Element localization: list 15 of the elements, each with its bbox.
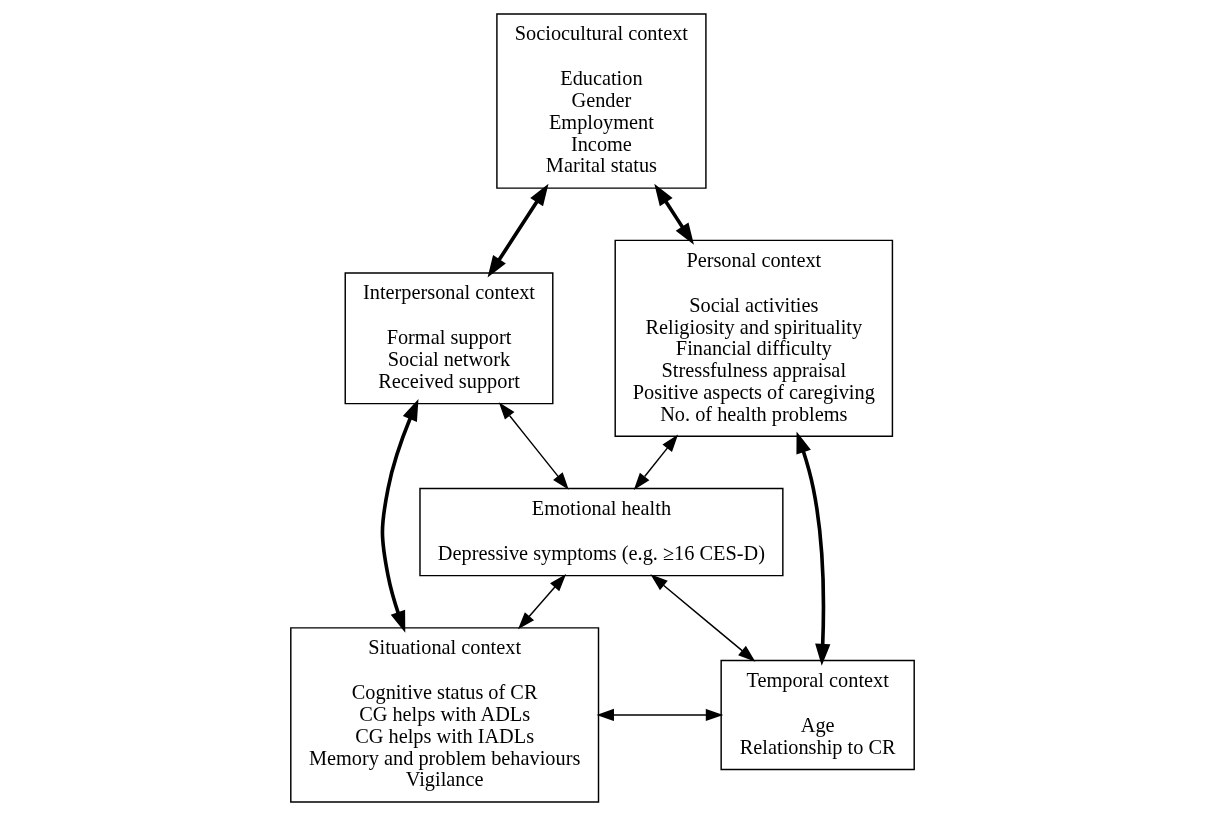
node-box: Emotional health Depressive symptoms (e.g. ≥16 CES-D) <box>419 487 784 577</box>
node-box: Situational context Cognitive status of CR CG helps with ADLs CG helps with IADLs Memory and problem behaviours Vigilance <box>290 627 600 803</box>
arrow <box>487 183 549 278</box>
node-box: Temporal context Age Relationship to CR <box>720 659 915 771</box>
arrow <box>518 574 567 630</box>
arrow <box>633 434 679 491</box>
arrow <box>596 708 724 722</box>
arrow <box>654 183 694 245</box>
arrow <box>650 574 756 662</box>
node-box: Personal context Social activities Religiosity and spirituality Financial difficulty Stressfulness appraisal Positive aspects of caregiving No. of health problems <box>614 239 894 438</box>
node-box: Interpersonal context Formal support Social network Received support <box>344 272 554 405</box>
node-box: Sociocultural context Education Gender Employment Income Marital status <box>496 13 707 189</box>
arrow <box>498 402 569 490</box>
arrow <box>380 398 419 633</box>
arrow <box>796 431 831 666</box>
